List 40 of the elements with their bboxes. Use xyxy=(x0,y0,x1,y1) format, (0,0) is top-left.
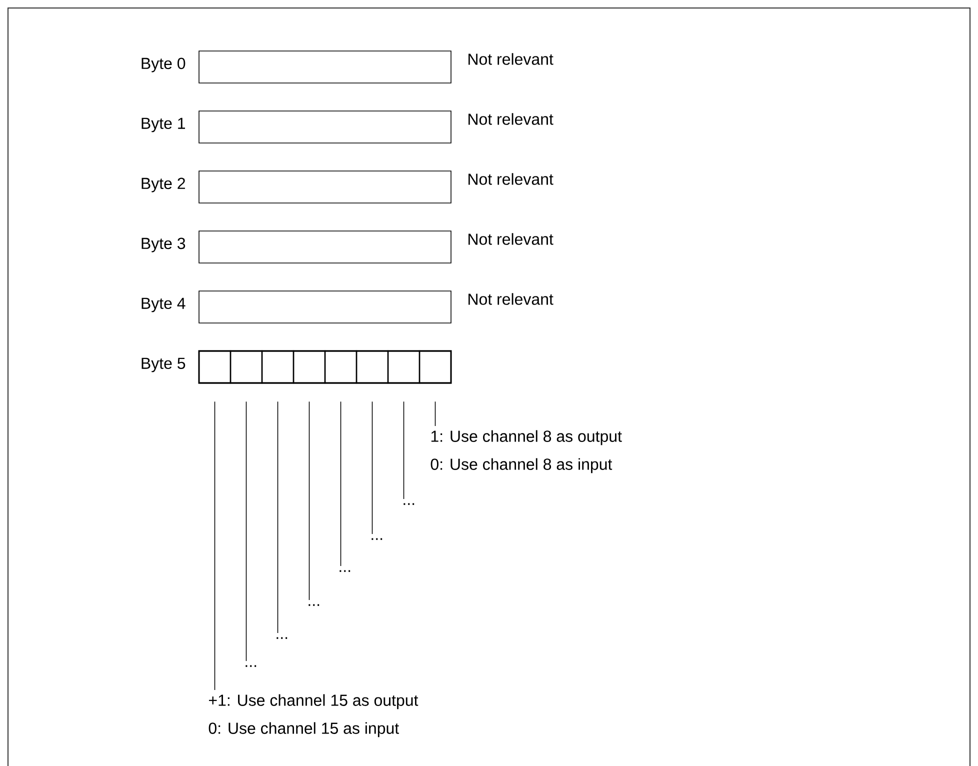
note-text: Not relevant xyxy=(468,113,554,125)
bit-cell xyxy=(230,350,263,384)
bit-cell xyxy=(356,350,389,384)
leader-line xyxy=(246,401,247,662)
note-text: 1: Use channel 8 as output 0: Use channel 8 as input xyxy=(430,430,622,474)
ellipsis-text: ... xyxy=(246,665,256,667)
note-text: +1: Use channel 15 as output 0: Use channel 15 as input xyxy=(208,694,418,738)
leader-line xyxy=(308,401,310,600)
leader-line xyxy=(340,401,342,566)
byte-label: Byte 5 xyxy=(142,358,186,372)
note-text: Not relevant xyxy=(468,53,554,65)
bit-cell xyxy=(324,350,358,384)
ellipsis-text: ... xyxy=(340,570,350,572)
note-text: Not relevant xyxy=(468,173,554,185)
note-text: Not relevant xyxy=(468,233,554,245)
bit-cell xyxy=(261,350,294,384)
bit-cell xyxy=(418,350,452,384)
byte-label: Byte 0 xyxy=(142,58,186,72)
byte-box xyxy=(198,290,452,324)
leader-line xyxy=(277,401,278,634)
leader-line xyxy=(403,401,404,500)
byte-label: Byte 2 xyxy=(142,178,185,192)
ellipsis-text: ... xyxy=(276,637,288,639)
bit-cell xyxy=(198,350,232,384)
leader-line xyxy=(214,401,216,690)
note-text: Not relevant xyxy=(468,293,554,305)
byte-label: Byte 4 xyxy=(142,298,186,312)
ellipsis-text: ... xyxy=(404,503,414,505)
byte-box xyxy=(198,50,452,84)
ellipsis-text: ... xyxy=(372,538,382,540)
bit-cell xyxy=(292,350,326,384)
byte-box xyxy=(198,170,452,204)
bit-cell xyxy=(387,350,420,384)
byte-box xyxy=(198,110,452,144)
byte-label: Byte 3 xyxy=(142,238,186,252)
byte-box xyxy=(198,230,452,264)
ellipsis-text: ... xyxy=(308,604,320,606)
leader-line xyxy=(372,401,373,534)
leader-line xyxy=(434,401,436,426)
byte-label: Byte 1 xyxy=(142,118,185,132)
